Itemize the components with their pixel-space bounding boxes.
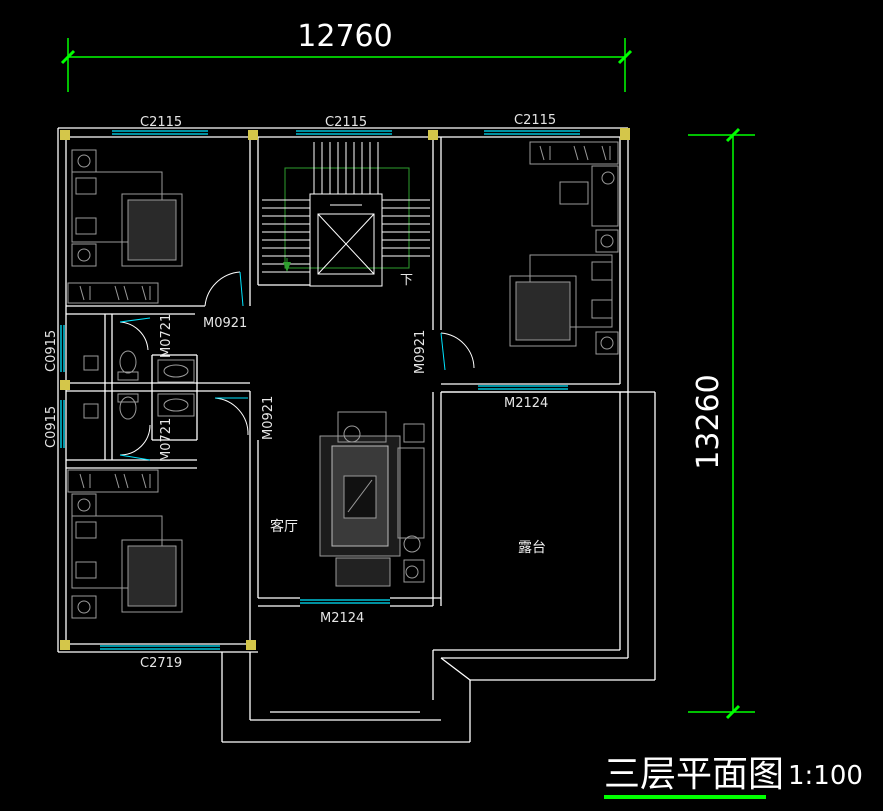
window-label-left-upper: C0915 xyxy=(44,330,59,372)
windows xyxy=(60,130,580,650)
columns xyxy=(60,128,630,650)
door-label-living-bottom: M2124 xyxy=(320,611,364,626)
window-label-bottom-left: C2719 xyxy=(140,656,182,671)
room-label-terrace: 露台 xyxy=(518,540,546,556)
door-label-bedroom-bottom-left: M0921 xyxy=(261,396,276,440)
furniture xyxy=(67,141,619,619)
door-label-bedroom-right: M0921 xyxy=(413,330,428,374)
room-label-living: 客厅 xyxy=(270,518,298,535)
door-label-bedroom-top-left: M0921 xyxy=(203,316,247,331)
drawing-scale: 1:100 xyxy=(788,761,863,791)
width-dimension-label: 12760 xyxy=(297,19,392,54)
right-dimension xyxy=(688,127,755,720)
living-room-furniture xyxy=(319,411,425,587)
staircase xyxy=(262,142,430,287)
bed-bottom-left xyxy=(71,493,183,619)
walls xyxy=(57,127,656,743)
window-label-top-left: C2115 xyxy=(140,115,182,130)
height-dimension-label: 13260 xyxy=(691,374,726,469)
plan-labels: C2115 C2115 C2115 C2719 C0915 C0915 M092… xyxy=(44,113,556,671)
wardrobe-bottom-left xyxy=(67,469,159,493)
stair-down-label: 下 xyxy=(400,273,413,288)
window-label-left-lower: C0915 xyxy=(44,406,59,448)
bathroom-fixtures xyxy=(83,350,195,420)
wardrobe-right xyxy=(529,141,619,165)
door-label-balcony-right: M2124 xyxy=(504,396,548,411)
bed-right xyxy=(509,229,619,355)
drawing-title: 三层平面图 xyxy=(604,754,784,795)
door-label-bath-upper: M0721 xyxy=(159,314,174,358)
window-label-top-mid: C2115 xyxy=(325,115,367,130)
door-label-bath-lower: M0721 xyxy=(159,418,174,462)
window-label-top-right: C2115 xyxy=(514,113,556,128)
top-dimension xyxy=(60,38,633,92)
desk-right xyxy=(559,165,619,227)
bed-top-left xyxy=(71,149,183,267)
wardrobe-top-left xyxy=(67,282,159,304)
doors xyxy=(119,271,475,461)
